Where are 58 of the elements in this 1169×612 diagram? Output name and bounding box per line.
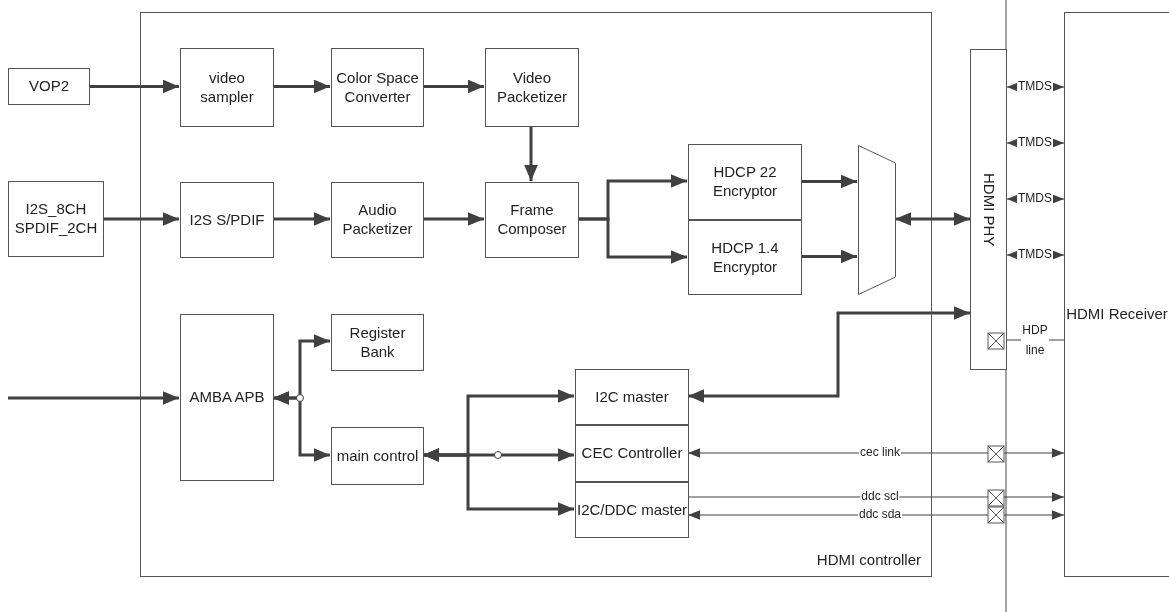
multiplexer-trapezoid <box>858 145 896 295</box>
block-label: Video Packetizer <box>496 68 568 107</box>
block-label: HDCP 1.4 Encryptor <box>710 238 780 277</box>
block-label: VOP2 <box>29 77 69 96</box>
arrow <box>895 212 970 226</box>
block <box>1064 12 1169 577</box>
block-label: main control <box>336 446 419 466</box>
block <box>575 369 689 425</box>
arrow <box>801 174 857 189</box>
block-label: video sampler <box>199 68 255 107</box>
block <box>8 68 90 105</box>
block-label: I2S_8CH SPDIF_2CH <box>13 200 99 238</box>
arrow <box>104 212 179 226</box>
phy-block <box>970 49 1007 370</box>
block-label: I2C master <box>595 387 669 407</box>
block <box>688 220 802 295</box>
arrow <box>8 391 179 405</box>
block-label: AMBA APB <box>189 388 265 407</box>
edge-label: TMDS <box>1017 248 1053 262</box>
block <box>575 482 689 538</box>
block-label: Register Bank <box>348 323 407 362</box>
block <box>331 182 424 258</box>
edge-label: TMDS <box>1017 80 1053 94</box>
block-label: Audio Packetizer <box>341 201 414 239</box>
block <box>688 144 802 220</box>
block <box>180 182 274 258</box>
arrow <box>578 217 687 264</box>
controller-frame <box>140 12 932 577</box>
block <box>575 425 689 482</box>
block-label: CEC Controller <box>581 444 683 463</box>
edge-label: TMDS <box>1017 136 1053 150</box>
arrow <box>688 306 970 403</box>
arrow <box>273 79 330 94</box>
arrow <box>423 79 484 94</box>
block-label: I2C/DDC master <box>577 500 687 520</box>
arrow <box>273 391 330 462</box>
arrow <box>273 212 330 226</box>
block <box>180 48 274 127</box>
block-label: HDMI controller <box>816 551 921 570</box>
arrow <box>90 79 179 94</box>
block <box>331 314 424 371</box>
arrow <box>423 212 484 226</box>
arrow <box>524 126 538 181</box>
block-label: HDCP 22 Encryptor <box>711 163 779 201</box>
block <box>485 182 579 258</box>
block <box>485 48 579 127</box>
block-label: HDMI Receiver <box>1066 305 1168 324</box>
block <box>8 181 104 257</box>
block-label: HDMI PHY <box>979 172 998 247</box>
arrow <box>423 448 574 516</box>
block <box>180 314 274 481</box>
block <box>331 48 424 127</box>
block-label: Frame Composer <box>496 201 568 239</box>
block-label: I2S S/PDIF <box>189 210 265 230</box>
block-label: Color Space Converter <box>335 68 420 107</box>
block <box>331 427 424 485</box>
arrow <box>801 249 857 264</box>
edge-label: TMDS <box>1017 192 1053 206</box>
